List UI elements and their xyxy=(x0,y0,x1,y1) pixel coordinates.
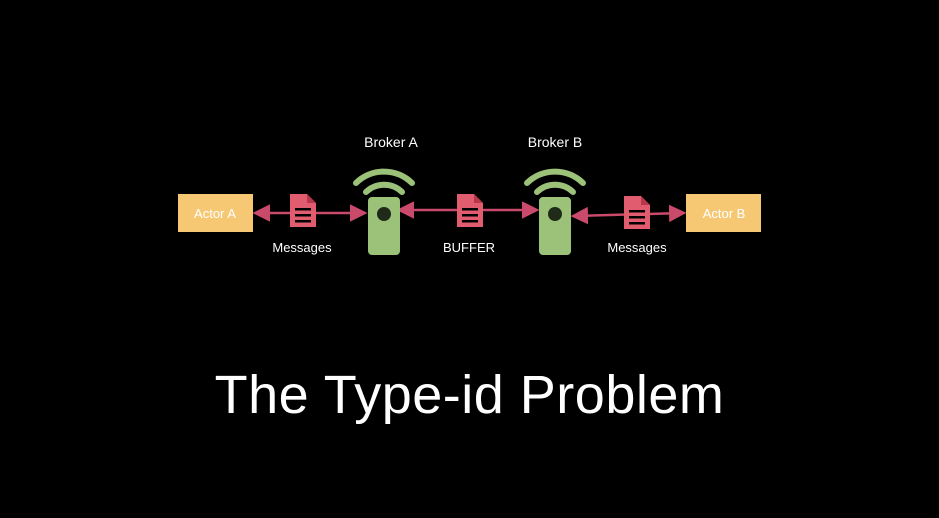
actor-a-node: Actor A xyxy=(178,194,253,232)
wifi-signal-icon xyxy=(353,168,415,195)
wifi-signal-icon xyxy=(524,168,586,195)
broker-b-node: Broker B xyxy=(524,134,586,255)
broker-a-label: Broker A xyxy=(364,134,418,150)
broker-b-led xyxy=(548,207,562,221)
broker-a-led xyxy=(377,207,391,221)
actor-a-box xyxy=(178,194,253,232)
actor-a-label: Actor A xyxy=(194,206,236,221)
actor-b-box xyxy=(686,194,761,232)
document-icon xyxy=(457,194,483,227)
link-label-left: Messages xyxy=(272,240,332,255)
slide-title: The Type-id Problem xyxy=(214,365,725,425)
link-label-right: Messages xyxy=(607,240,667,255)
actor-b-label: Actor B xyxy=(703,206,746,221)
link-label-middle: BUFFER xyxy=(443,240,495,255)
broker-a-body xyxy=(368,197,400,255)
document-icon xyxy=(290,194,316,227)
broker-b-label: Broker B xyxy=(528,134,582,150)
broker-a-node: Broker A xyxy=(353,134,419,255)
broker-b-body xyxy=(539,197,571,255)
document-icon xyxy=(624,196,650,229)
actor-b-node: Actor B xyxy=(686,194,761,232)
